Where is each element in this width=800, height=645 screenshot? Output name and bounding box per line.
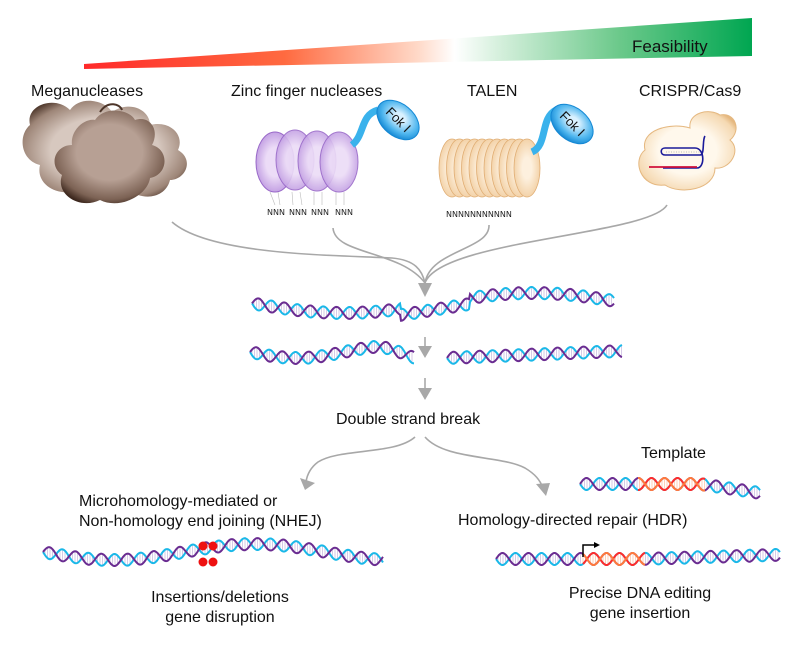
talen-structure-icon [438, 138, 541, 198]
feasibility-gradient-bar [84, 18, 752, 69]
nhej-title-line2: Non-homology end joining (NHEJ) [79, 513, 322, 530]
nhej-title-line1: Microhomology-mediated or [79, 493, 278, 510]
arrow-head-icon [536, 483, 550, 496]
talen-label: TALEN [467, 83, 518, 100]
down-arrow-icon [418, 388, 432, 400]
zfn-flow-arrow [332, 227, 426, 284]
zfn-recognition-4: NNN [335, 208, 353, 217]
indel-mutation-icon [198, 541, 218, 567]
hdr-title: Homology-directed repair (HDR) [458, 512, 688, 529]
nhej-outcome-line1: Insertions/deletions [151, 589, 289, 606]
transcription-start-arrow-icon [582, 542, 600, 557]
hdr-outcome-line1: Precise DNA editing [568, 585, 712, 602]
intact-dna-helix [251, 286, 615, 322]
arrow-head-icon [300, 478, 315, 490]
feasibility-label: Feasibility [632, 37, 708, 56]
talen-flow-arrow [424, 224, 490, 284]
zinc-finger-nucleases-label: Zinc finger nucleases [231, 83, 383, 100]
cut-dna-fragment-right [446, 344, 623, 365]
crispr-cas9-label: CRISPR/Cas9 [639, 83, 742, 100]
zfn-recognition-1: NNN [267, 208, 285, 217]
crispr-flow-arrow [424, 204, 668, 284]
nhej-branch-arrow [305, 436, 416, 483]
cas9-structure-icon [638, 111, 737, 191]
down-arrow-icon [418, 283, 432, 297]
cut-dna-fragment-left [249, 339, 415, 366]
nhej-outcome-line2: gene disruption [165, 609, 275, 626]
zfn-recognition-3: NNN [311, 208, 329, 217]
hdr-template-dna-helix [579, 477, 761, 500]
hdr-repaired-dna-helix [495, 548, 781, 566]
meganuclease-structure-icon [22, 100, 187, 204]
hdr-outcome-line2: gene insertion [589, 605, 691, 622]
meganucleases-label: Meganucleases [31, 83, 144, 100]
template-label: Template [641, 445, 706, 462]
talen-fok-domain-icon: Fok I NNNNNNNNNNN [446, 103, 594, 219]
meganuclease-flow-arrow [171, 221, 426, 284]
zinc-finger-structure-icon: Fok I NNN NNN NNN NNN [255, 99, 420, 217]
zfn-recognition-2: NNN [289, 208, 307, 217]
hdr-branch-arrow [424, 436, 544, 489]
talen-recognition: NNNNNNNNNNN [446, 210, 512, 219]
double-strand-break-label: Double strand break [336, 411, 481, 428]
down-arrow-icon [418, 346, 432, 358]
convergence-arrows [171, 204, 668, 284]
